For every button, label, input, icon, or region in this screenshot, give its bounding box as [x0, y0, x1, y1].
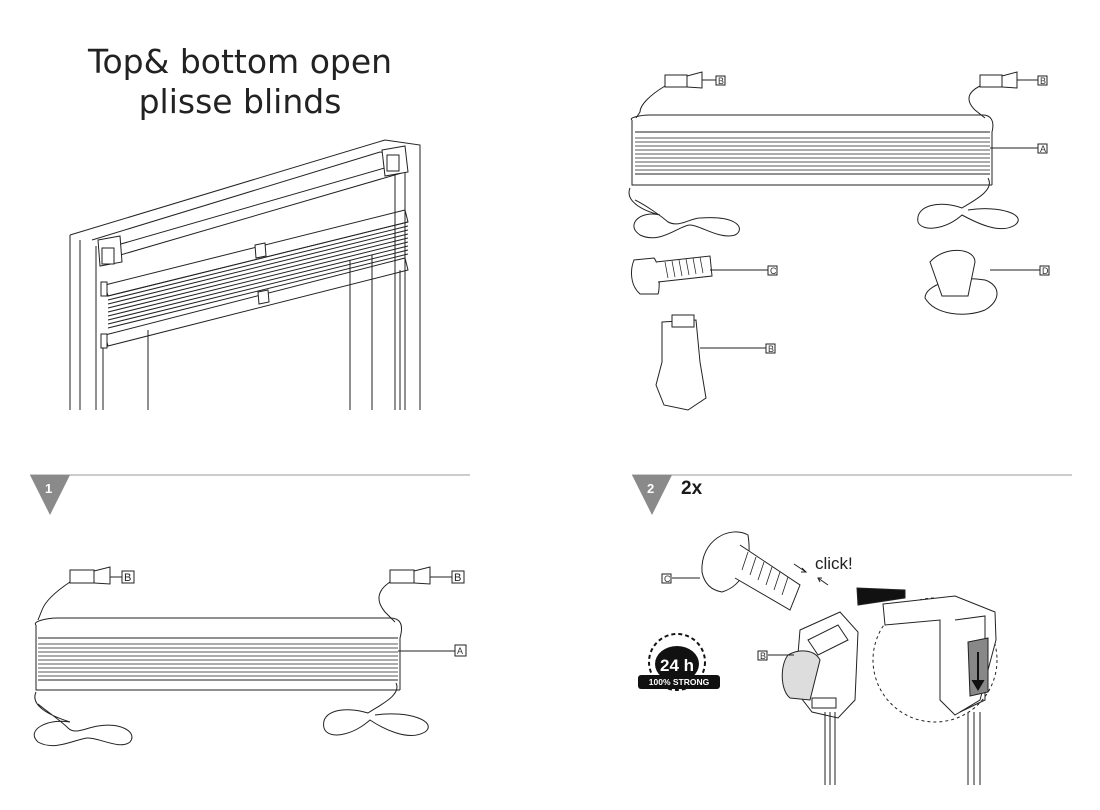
step-2-header: 2 — [632, 474, 1072, 515]
label-b-3: B — [768, 344, 774, 354]
step-1-diagram — [33, 566, 455, 747]
step-1-header: 1 — [30, 474, 470, 515]
label-a-1: A — [1040, 144, 1046, 154]
title-line-1: Top& bottom open — [87, 42, 393, 81]
step-1-labels: B B A — [121, 570, 467, 657]
title-line-2: plisse blinds — [138, 82, 342, 121]
step-2-diagram: click! — [672, 531, 998, 785]
badge-strength: 100% STRONG — [649, 677, 710, 687]
step-2-labels: C B — [661, 573, 768, 661]
strength-badge: 24 h 100% STRONG — [638, 633, 720, 691]
label-b-1: B — [718, 76, 724, 86]
window-illustration — [69, 139, 421, 410]
parts-diagram — [628, 71, 1040, 411]
label-c-1: C — [770, 266, 777, 276]
step-1-label-b-right: B — [454, 572, 461, 584]
badge-hours: 24 h — [660, 656, 694, 675]
step-1-label-a: A — [457, 646, 463, 656]
page-title: Top& bottom open plisse blinds — [40, 42, 440, 122]
step-2-label-c: C — [664, 574, 671, 584]
part-labels: B B A C D B — [715, 75, 1050, 354]
step-2-label-b: B — [760, 651, 766, 661]
step-2-number: 2 — [647, 481, 654, 496]
step-1-label-b-left: B — [124, 572, 131, 584]
click-text: click! — [815, 554, 853, 573]
step-2-count: 2x — [681, 478, 703, 499]
label-d-1: D — [1042, 266, 1049, 276]
label-b-2: B — [1040, 76, 1046, 86]
step-1-number: 1 — [45, 481, 52, 496]
